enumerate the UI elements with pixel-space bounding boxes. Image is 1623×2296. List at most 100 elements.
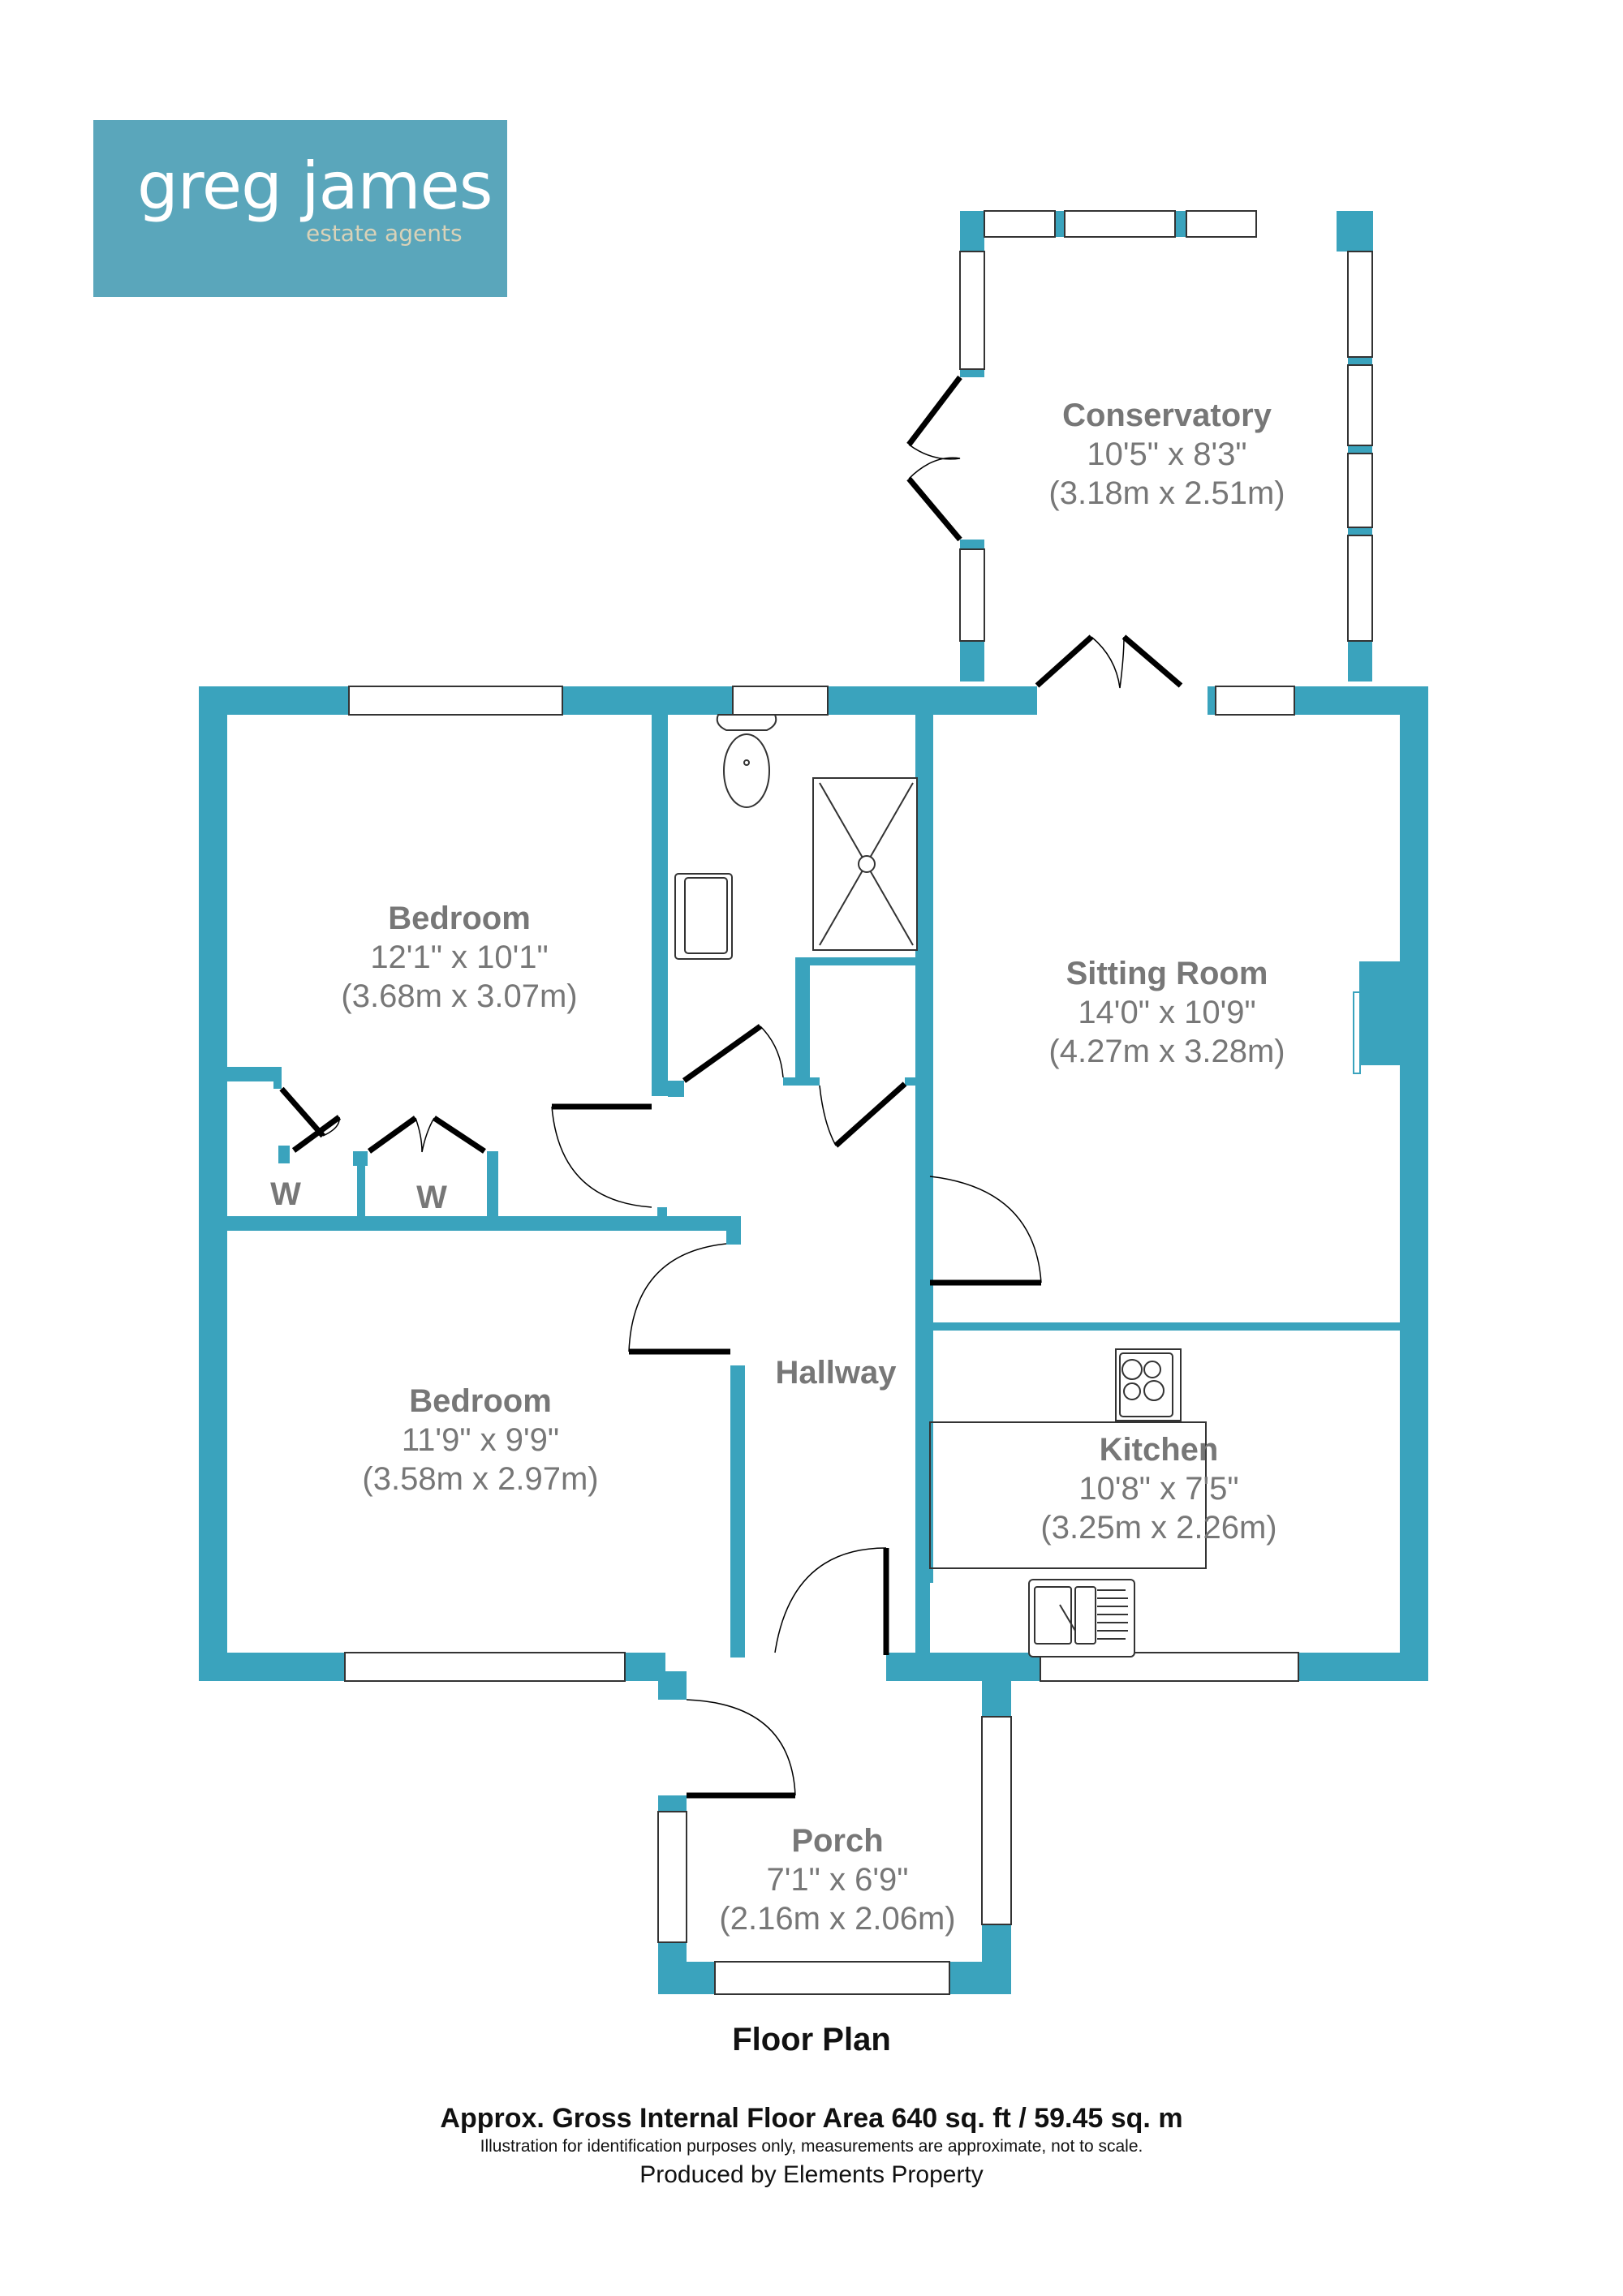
wall bbox=[828, 686, 1037, 715]
wall bbox=[658, 1962, 715, 1994]
wall bbox=[960, 369, 984, 377]
door-leaf bbox=[906, 375, 962, 447]
wall bbox=[1348, 357, 1372, 365]
room-name: Hallway bbox=[775, 1355, 897, 1391]
room-label-porch: Porch 7'1" x 6'9" (2.16m x 2.06m) bbox=[719, 1821, 955, 1938]
wall bbox=[982, 1924, 1011, 1994]
wardrobe-label: W bbox=[270, 1176, 301, 1212]
door-swing bbox=[415, 1117, 435, 1153]
room-dimensions-imperial: 12'1" x 10'1" bbox=[370, 939, 549, 975]
wall bbox=[1337, 211, 1373, 252]
door-swings bbox=[322, 444, 1125, 1796]
brand-name: greg james bbox=[137, 148, 493, 224]
wall bbox=[1359, 961, 1400, 1065]
door-swing bbox=[908, 444, 961, 479]
wall bbox=[1348, 527, 1372, 535]
wall bbox=[487, 1151, 498, 1216]
brand-tagline: estate agents bbox=[306, 220, 463, 247]
wall bbox=[1055, 211, 1065, 237]
room-label-sitting-room: Sitting Room 14'0" x 10'9" (4.27m x 3.28… bbox=[1048, 954, 1285, 1071]
wall bbox=[658, 1795, 687, 1812]
room-dimensions-imperial: 11'9" x 9'9" bbox=[401, 1422, 560, 1458]
room-name: Conservatory bbox=[1062, 398, 1272, 433]
wall bbox=[730, 1365, 745, 1658]
door-swing bbox=[760, 1025, 784, 1078]
wall bbox=[278, 1146, 290, 1163]
room-name: Bedroom bbox=[388, 901, 531, 936]
wall bbox=[652, 715, 668, 1096]
door-swing bbox=[929, 1176, 1042, 1283]
room-dimensions-imperial: 7'1" x 6'9" bbox=[766, 1862, 909, 1898]
shower-tray-icon bbox=[812, 777, 918, 951]
wall bbox=[199, 1653, 345, 1681]
wall bbox=[960, 540, 984, 549]
window bbox=[1347, 453, 1373, 528]
door-leaf bbox=[367, 1116, 418, 1154]
window bbox=[1064, 210, 1176, 238]
wall bbox=[227, 1216, 734, 1231]
door-swing bbox=[551, 1106, 652, 1208]
wall bbox=[199, 686, 227, 1681]
wall bbox=[982, 1671, 1011, 1717]
wall bbox=[668, 1081, 684, 1097]
windows bbox=[344, 210, 1373, 1995]
walls bbox=[199, 211, 1428, 1994]
room-dimensions-metric: (2.16m x 2.06m) bbox=[719, 1901, 956, 1937]
window bbox=[1215, 686, 1295, 716]
wall bbox=[905, 1077, 917, 1086]
door-swing bbox=[686, 1699, 796, 1796]
window bbox=[344, 1652, 626, 1682]
wall bbox=[1298, 1653, 1428, 1681]
wall bbox=[1348, 641, 1372, 681]
wall bbox=[915, 1554, 930, 1655]
wall bbox=[353, 1151, 368, 1166]
wall bbox=[1400, 686, 1428, 1681]
wall bbox=[562, 686, 733, 715]
room-dimensions-imperial: 14'0" x 10'9" bbox=[1078, 995, 1256, 1030]
brand-logo: greg james estate agents bbox=[93, 120, 507, 297]
door-swing bbox=[322, 1116, 340, 1137]
door-leaf bbox=[833, 1081, 907, 1148]
window bbox=[1347, 535, 1373, 642]
wall bbox=[960, 641, 984, 681]
kitchen-worktop bbox=[929, 1421, 1207, 1569]
wall bbox=[795, 957, 917, 965]
fixtures bbox=[674, 714, 1361, 1658]
room-dimensions-metric: (3.18m x 2.51m) bbox=[1048, 475, 1285, 511]
room-dimensions-metric: (3.58m x 2.97m) bbox=[362, 1461, 599, 1497]
window bbox=[959, 548, 985, 642]
window bbox=[732, 686, 829, 716]
wardrobe-label: W bbox=[416, 1180, 447, 1215]
room-name: Bedroom bbox=[409, 1383, 552, 1419]
wall bbox=[915, 1287, 930, 1376]
window bbox=[348, 686, 563, 716]
wall bbox=[357, 1166, 365, 1216]
wall bbox=[1208, 686, 1216, 715]
door-leaves bbox=[279, 375, 1183, 1799]
window bbox=[714, 1961, 950, 1995]
room-label-conservatory: Conservatory 10'5" x 8'3" (3.18m x 2.51m… bbox=[1048, 396, 1285, 513]
door-leaf bbox=[291, 1115, 342, 1153]
wall bbox=[657, 1207, 667, 1217]
door-leaf bbox=[433, 1116, 486, 1154]
hob-icon bbox=[1115, 1348, 1182, 1421]
fireplace-icon bbox=[1353, 991, 1361, 1074]
door-leaf bbox=[1035, 634, 1094, 688]
door-swing bbox=[628, 1243, 727, 1352]
door-leaf bbox=[906, 476, 962, 542]
plan-title: Floor Plan bbox=[732, 2022, 891, 2057]
room-dimensions-imperial: 10'5" x 8'3" bbox=[1087, 436, 1247, 472]
room-label-kitchen: Kitchen 10'8" x 7'5" (3.25m x 2.26m) bbox=[1040, 1430, 1276, 1547]
door-leaf bbox=[682, 1024, 763, 1083]
door-leaf bbox=[279, 1086, 325, 1138]
room-name: Sitting Room bbox=[1065, 956, 1268, 991]
room-dimensions-metric: (4.27m x 3.28m) bbox=[1048, 1034, 1285, 1069]
wall bbox=[726, 1216, 741, 1245]
disclaimer: Illustration for identification purposes… bbox=[480, 2137, 1143, 2156]
door-leaf bbox=[1121, 634, 1183, 688]
wall bbox=[227, 1067, 278, 1081]
room-label-bedroom-1: Bedroom 12'1" x 10'1" (3.68m x 3.07m) bbox=[341, 899, 577, 1016]
room-dimensions-imperial: 10'8" x 7'5" bbox=[1078, 1471, 1239, 1507]
producer-credit: Produced by Elements Property bbox=[639, 2161, 984, 2188]
